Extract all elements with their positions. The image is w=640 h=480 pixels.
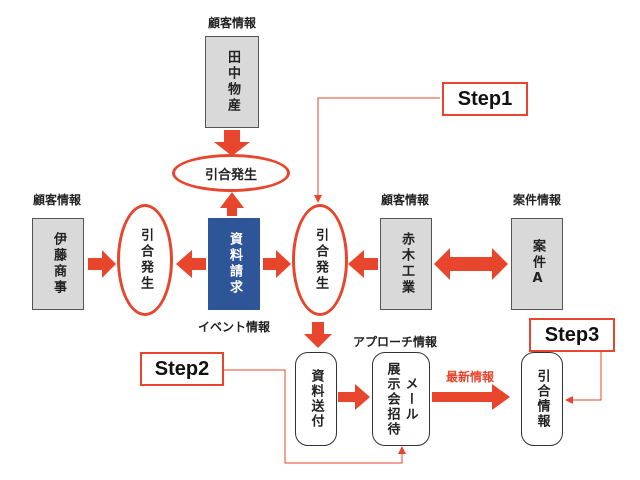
exhibition-invite-label: 展示会招待: [384, 361, 400, 437]
arrow-send-to-mail: [338, 384, 370, 410]
arrow-akagi-project-double: [434, 248, 508, 280]
latest-info-label: 最新情報: [445, 370, 495, 384]
document-send-label: 資料送付: [308, 369, 324, 429]
customer-name: 赤木工業: [399, 232, 414, 296]
document-send-box: 資料送付: [295, 352, 337, 446]
customer-box-tanaka: 田中物産: [205, 36, 259, 128]
approach-info-label: アプローチ情報: [352, 335, 438, 349]
event-info-label: イベント情報: [197, 320, 271, 334]
document-request-box: 資料請求: [208, 218, 260, 310]
inquiry-label: 引合発生: [204, 167, 257, 183]
inquiry-oval-center: 引合発生: [292, 204, 348, 316]
document-request-label: 資料請求: [227, 232, 242, 296]
customer-info-label: 顧客情報: [32, 193, 82, 207]
customer-name: 田中物産: [225, 50, 240, 114]
customer-name: 伊藤商事: [51, 232, 66, 296]
customer-box-akagi: 赤木工業: [380, 218, 432, 310]
arrow-tanaka-to-oval: [214, 130, 250, 156]
inquiry-oval-left: 引合発生: [117, 204, 173, 316]
project-info-label: 案件情報: [512, 193, 562, 207]
project-box: 案件A: [511, 218, 563, 310]
arrow-request-to-center-oval: [263, 250, 291, 278]
step2-connector: [224, 369, 406, 464]
project-name: 案件A: [530, 239, 545, 289]
inquiry-label: 引合発生: [313, 228, 328, 292]
mail-label: メール: [402, 376, 418, 422]
inquiry-oval-top: 引合発生: [172, 154, 290, 192]
step2-label: Step2: [140, 352, 224, 386]
inquiry-info-box: 引合情報: [521, 352, 563, 446]
step3-connector: [565, 352, 602, 404]
arrow-request-to-left-oval: [176, 250, 206, 278]
mail-invite-box: メール 展示会招待: [372, 352, 430, 446]
arrow-akagi-to-center-oval: [348, 250, 378, 278]
arrow-oval-to-send: [304, 322, 332, 348]
step3-label: Step3: [529, 318, 615, 352]
inquiry-label: 引合発生: [138, 228, 153, 292]
step1-label: Step1: [442, 82, 528, 116]
arrow-request-to-top-oval: [220, 192, 244, 216]
arrow-latest-info: [432, 384, 510, 410]
step1-connector: [314, 97, 440, 203]
customer-box-itou: 伊藤商事: [32, 218, 84, 310]
customer-info-label: 顧客情報: [207, 16, 257, 30]
arrow-itou-to-oval: [88, 250, 116, 278]
customer-info-label: 顧客情報: [380, 193, 430, 207]
inquiry-info-label: 引合情報: [534, 369, 550, 429]
